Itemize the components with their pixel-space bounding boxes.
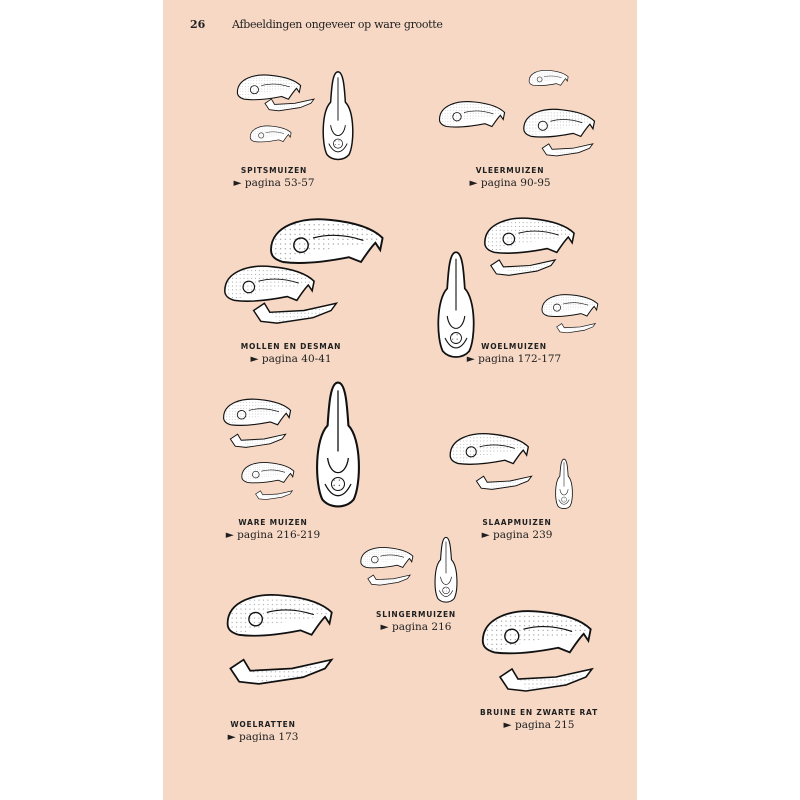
caption-name: SLAAPMUIZEN <box>482 518 552 527</box>
skull-side-mol <box>269 218 384 265</box>
caption-woelratten: WOELRATTEN ► pagina 173 <box>228 720 299 743</box>
caption-slaapmuizen: SLAAPMUIZEN ► pagina 239 <box>482 518 553 541</box>
page-reference-link[interactable]: ► pagina 90-95 <box>469 177 551 189</box>
skull-top-slingermuis <box>434 536 458 603</box>
skull-side-muis-small <box>241 461 295 484</box>
page-reference-link[interactable]: ► pagina 172-177 <box>466 353 562 365</box>
skull-side-rat <box>481 609 592 655</box>
jaw-spitsmuis <box>264 98 315 112</box>
jaw-mol <box>252 302 338 325</box>
page-reference-link[interactable]: ► pagina 173 <box>227 731 299 743</box>
skull-side-muis <box>222 398 292 427</box>
skull-side-woelmuis <box>483 217 576 255</box>
caption-vleermuizen: VLEERMUIZEN ► pagina 90-95 <box>469 166 550 189</box>
page-reference-link[interactable]: ► pagina 40-41 <box>250 353 332 365</box>
jaw-rat <box>498 667 594 693</box>
caption-spitsmuizen: SPITSMUIZEN ► pagina 53-57 <box>233 166 314 189</box>
page-number: 26 <box>190 18 206 31</box>
skull-side-slingermuis <box>360 546 414 569</box>
skull-side-spitsmuis-small <box>249 125 292 143</box>
jaw-muis-small <box>255 490 293 501</box>
caption-name: VLEERMUIZEN <box>475 166 545 175</box>
skull-side-vleermuis-small <box>528 69 569 86</box>
skull-top-spitsmuis <box>322 71 354 161</box>
page-reference-link[interactable]: ► pagina 239 <box>481 529 553 541</box>
caption-name: MOLLEN EN DESMAN <box>240 342 342 351</box>
caption-name: SPITSMUIZEN <box>240 166 308 175</box>
skull-side-desman <box>223 265 316 303</box>
skull-side-spitsmuis <box>236 74 302 101</box>
caption-ware-muizen: WARE MUIZEN ► pagina 216-219 <box>226 518 320 541</box>
page-reference-link[interactable]: ► pagina 216-219 <box>225 529 321 541</box>
skull-side-slaapmuis <box>449 432 530 466</box>
caption-bruine-en-zwarte-rat: BRUINE EN ZWARTE RAT ► pagina 215 <box>480 708 598 731</box>
jaw-slingermuis <box>367 574 411 586</box>
skull-side-vleermuis <box>438 100 506 128</box>
skull-side-woelmuis-small <box>541 294 599 318</box>
caption-name: SLINGERMUIZEN <box>376 610 456 619</box>
page-reference-link[interactable]: ► pagina 216 <box>380 621 452 633</box>
jaw-slaapmuis <box>475 475 533 491</box>
jaw-vleermuis <box>541 143 594 157</box>
caption-woelmuizen: WOELMUIZEN ► pagina 172-177 <box>467 342 561 365</box>
caption-name: WOELRATTEN <box>230 720 296 729</box>
page-reference-link[interactable]: ► pagina 53-57 <box>233 177 315 189</box>
caption-slingermuizen: SLINGERMUIZEN ► pagina 216 <box>376 610 456 633</box>
page-reference-link[interactable]: ► pagina 215 <box>503 719 575 731</box>
jaw-woelmuis-small <box>556 323 596 334</box>
running-header: Afbeeldingen ongeveer op ware grootte <box>232 18 443 31</box>
skull-side-vleermuis-large <box>523 108 596 138</box>
jaw-woelrat <box>228 657 334 686</box>
caption-name: WOELMUIZEN <box>481 342 547 351</box>
jaw-woelmuis <box>489 259 557 277</box>
jaw-muis <box>229 433 287 448</box>
caption-name: BRUINE EN ZWARTE RAT <box>480 708 598 717</box>
skull-side-woelrat <box>226 593 333 637</box>
skull-top-muis <box>315 381 361 508</box>
caption-name: WARE MUIZEN <box>238 518 308 527</box>
skull-top-slaapmuis <box>554 458 574 510</box>
caption-mollen-en-desman: MOLLEN EN DESMAN ► pagina 40-41 <box>241 342 342 365</box>
